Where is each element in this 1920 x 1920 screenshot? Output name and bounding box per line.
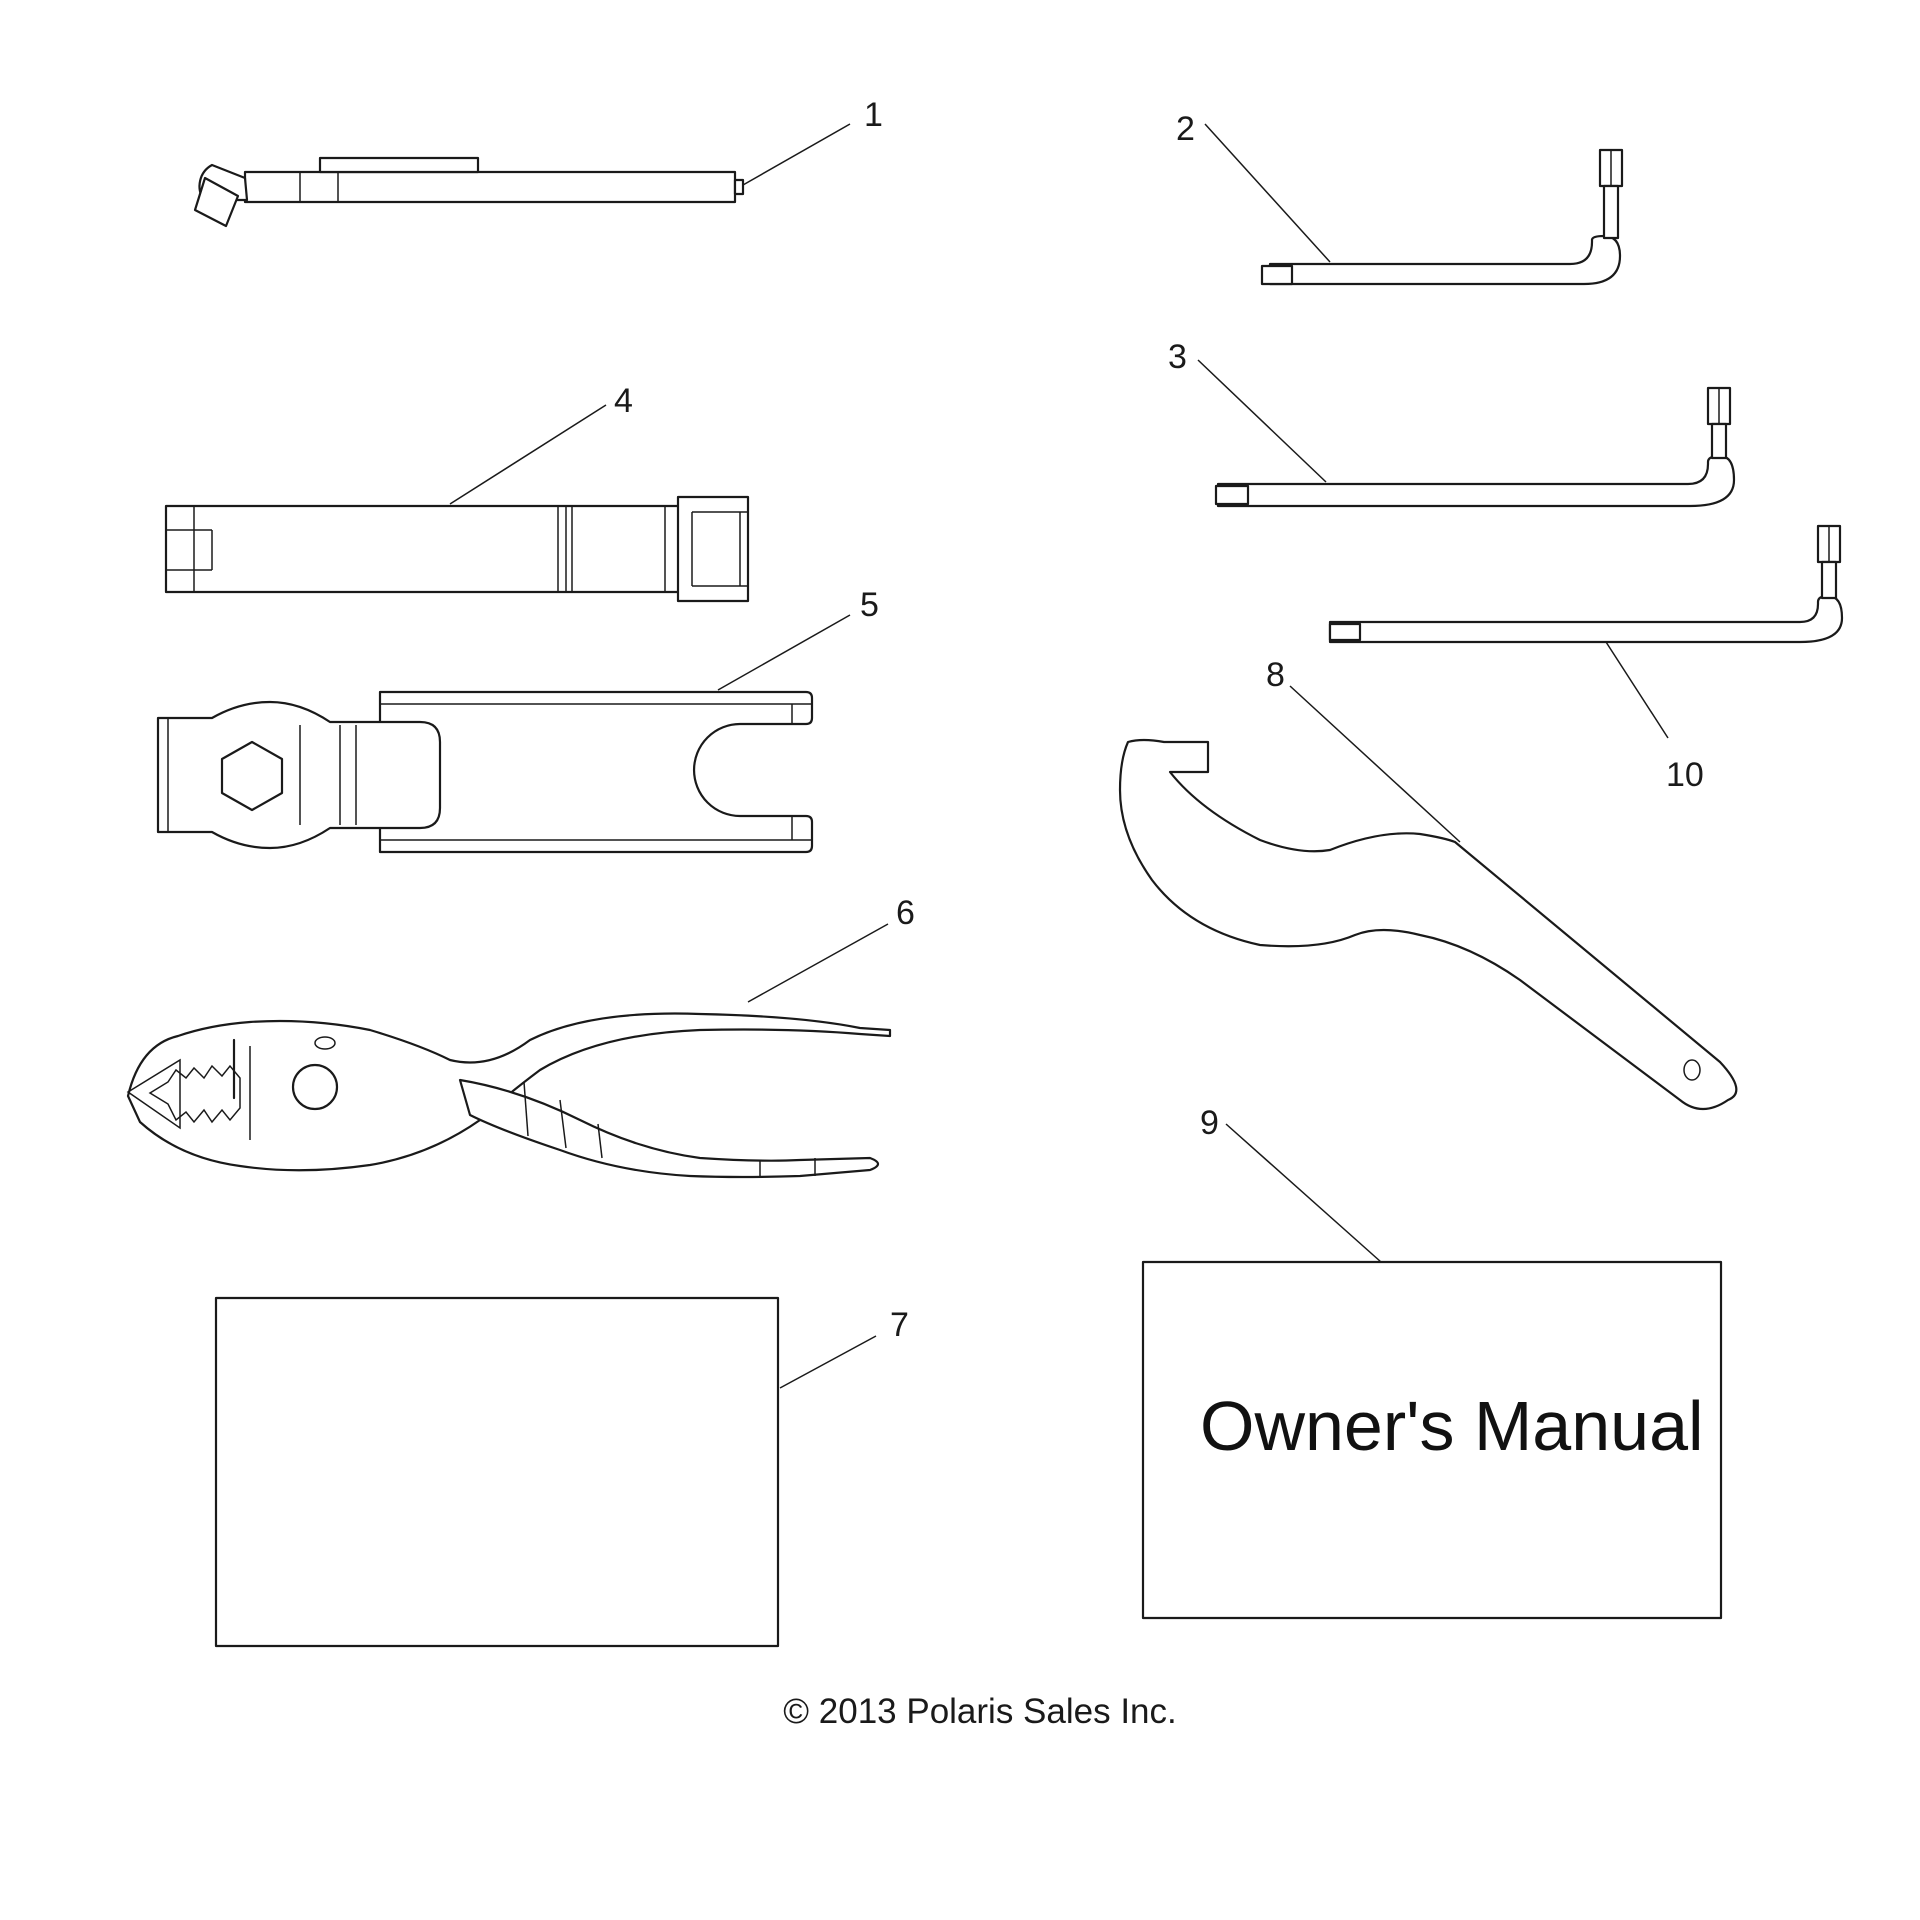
callout-1: 1 (864, 96, 883, 134)
callout-3: 3 (1168, 338, 1187, 376)
copyright-notice: © 2013 Polaris Sales Inc. (783, 1692, 1177, 1731)
callout-numbers: 1 2 3 4 5 6 7 8 9 10 (614, 96, 1704, 1344)
callout-4: 4 (614, 382, 633, 420)
leader-lines (449, 123, 1669, 1389)
callout-6: 6 (896, 894, 915, 932)
part-9-owners-manual: Owner's Manual (1141, 1260, 1723, 1620)
part-6-pliers (126, 1012, 892, 1179)
part-2-torx-wrench (1260, 148, 1624, 286)
callout-9: 9 (1200, 1104, 1219, 1142)
callout-7: 7 (890, 1306, 909, 1344)
part-5-forked-wrench (156, 690, 814, 854)
owners-manual-label: Owner's Manual (1200, 1387, 1704, 1465)
part-1-pressure-gauge (193, 156, 745, 228)
part-3-torx-wrench (1214, 386, 1736, 508)
callout-5: 5 (860, 586, 879, 624)
callout-2: 2 (1176, 110, 1195, 148)
part-7-blank-card (214, 1296, 780, 1648)
part-8-spanner-wrench (1118, 738, 1738, 1111)
callout-8: 8 (1266, 656, 1285, 694)
part-4-spark-plug-socket (164, 495, 750, 603)
part-10-torx-wrench (1328, 524, 1844, 644)
callout-10: 10 (1666, 756, 1704, 794)
